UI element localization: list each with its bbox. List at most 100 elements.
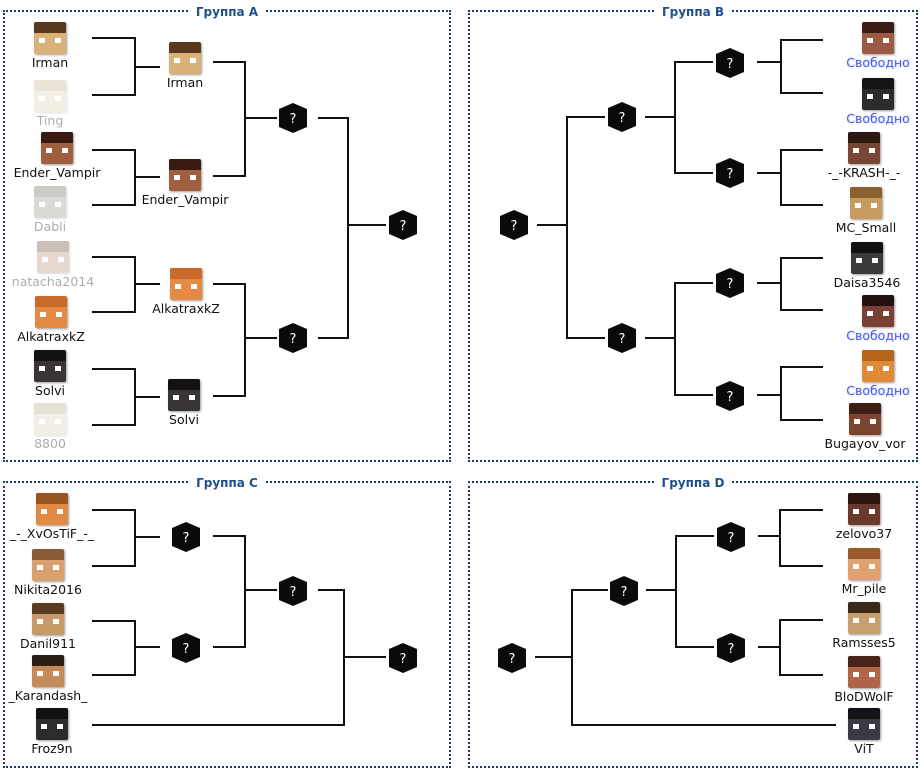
group-a-r1-player-4[interactable]: Dabli [0, 186, 120, 238]
player-head-icon [32, 549, 64, 581]
player-name: AlkatraxkZ [152, 301, 220, 316]
player-head-icon [169, 159, 201, 191]
group-d-r1-player-5[interactable]: ViT [794, 708, 923, 760]
group-d-panel: Группа D [468, 476, 918, 768]
group-d-title: Группа D [653, 476, 733, 490]
group-b-r1-player-8[interactable]: Bugayov_vor [795, 403, 923, 455]
unknown-player-icon: ? [172, 633, 200, 663]
player-name: Froz9n [31, 741, 73, 756]
group-b-r1-player-1[interactable]: Свободно [808, 22, 923, 74]
player-name: Bugayov_vor [824, 436, 906, 451]
group-a-r2-player-1[interactable]: Irman [115, 42, 255, 94]
group-a-r1-player-3[interactable]: Ender_Vampir [0, 132, 127, 184]
svg-text:?: ? [511, 219, 518, 234]
player-name: -_-KRASH-_- [827, 165, 901, 180]
player-head-icon [34, 403, 66, 435]
unknown-player-icon: ? [498, 643, 526, 673]
player-head-icon [862, 295, 894, 327]
player-head-icon [32, 655, 64, 687]
group-c-r1-player-2[interactable]: Nikita2016 [0, 549, 118, 601]
player-name: Solvi [169, 412, 199, 427]
group-b-r1-player-6[interactable]: Свободно [808, 295, 923, 347]
player-head-icon [850, 187, 882, 219]
group-c-r1-player-5[interactable]: Froz9n [0, 708, 122, 760]
group-c-r1-player-1[interactable]: _-_XvOsTiF_-_ [0, 493, 122, 545]
group-a-r1-player-1[interactable]: Irman [0, 22, 120, 74]
unknown-player-icon: ? [610, 576, 638, 606]
player-name: Nikita2016 [14, 582, 82, 597]
svg-text:?: ? [290, 585, 297, 600]
svg-text:?: ? [509, 652, 516, 667]
player-name: Ting [36, 113, 64, 128]
group-b-r1-player-3[interactable]: -_-KRASH-_- [794, 132, 923, 184]
group-b-r1-player-5[interactable]: Daisa3546 [797, 242, 923, 294]
group-a-r2-player-4[interactable]: Solvi [114, 379, 254, 431]
group-d-r1-player-1[interactable]: zelovo37 [794, 493, 923, 545]
group-a-semifinal-1-slot[interactable]: ? [277, 102, 309, 134]
group-d-qf-1-slot[interactable]: ? [715, 521, 747, 553]
group-c-r1-player-3[interactable]: Danil911 [0, 603, 118, 655]
player-name: Danil911 [19, 636, 76, 651]
player-name: Ender_Vampir [13, 165, 101, 180]
player-name: Mr_pile [841, 581, 887, 596]
player-head-icon [848, 548, 880, 580]
group-b-qf-4-slot[interactable]: ? [714, 380, 746, 412]
player-name: Dabli [33, 219, 67, 234]
player-name: _-_XvOsTiF_-_ [9, 526, 95, 541]
player-name: natacha2014 [11, 274, 95, 289]
group-a-r1-player-6[interactable]: AlkatraxkZ [0, 296, 121, 348]
group-d-r1-player-2[interactable]: Mr_pile [794, 548, 923, 600]
player-name: Ender_Vampir [141, 192, 229, 207]
group-d-r1-player-3[interactable]: Ramsses5 [794, 602, 923, 654]
unknown-player-icon: ? [716, 381, 744, 411]
group-b-semifinal-1-slot[interactable]: ? [606, 101, 638, 133]
group-a-semifinal-2-slot[interactable]: ? [277, 322, 309, 354]
group-d-final-slot[interactable]: ? [496, 642, 528, 674]
group-d-r1-player-4[interactable]: BloDWolF [794, 656, 923, 708]
player-head-icon [851, 242, 883, 274]
svg-text:?: ? [619, 332, 626, 347]
svg-text:?: ? [290, 332, 297, 347]
player-head-icon [34, 22, 66, 54]
group-b-final-slot[interactable]: ? [498, 209, 530, 241]
group-a-title: Группа A [187, 5, 267, 19]
player-name: AlkatraxkZ [17, 329, 85, 344]
group-a-final-slot[interactable]: ? [387, 209, 419, 241]
group-c-qf-2-slot[interactable]: ? [170, 632, 202, 664]
group-c-panel: Группа C [3, 476, 451, 768]
svg-text:?: ? [621, 585, 628, 600]
group-b-semifinal-2-slot[interactable]: ? [606, 322, 638, 354]
unknown-player-icon: ? [279, 576, 307, 606]
group-b-qf-1-slot[interactable]: ? [714, 47, 746, 79]
player-head-icon [848, 708, 880, 740]
group-a-r1-player-2[interactable]: Ting [0, 80, 120, 132]
unknown-player-icon: ? [500, 210, 528, 240]
group-a-r2-player-3[interactable]: AlkatraxkZ [116, 268, 256, 320]
group-b-r1-player-2[interactable]: Свободно [808, 78, 923, 130]
group-a-r1-player-5[interactable]: natacha2014 [0, 241, 123, 293]
group-a-r1-player-8[interactable]: 8800 [0, 403, 120, 455]
player-name: Solvi [35, 383, 65, 398]
group-d-semifinal-slot[interactable]: ? [608, 575, 640, 607]
group-d-qf-2-slot[interactable]: ? [715, 632, 747, 664]
group-a-r1-player-7[interactable]: Solvi [0, 350, 120, 402]
player-head-icon [170, 268, 202, 300]
group-b-qf-3-slot[interactable]: ? [714, 267, 746, 299]
svg-text:?: ? [727, 167, 734, 182]
group-c-qf-1-slot[interactable]: ? [170, 521, 202, 553]
svg-text:?: ? [727, 390, 734, 405]
unknown-player-icon: ? [717, 522, 745, 552]
group-c-r1-player-4[interactable]: _Karandash_ [0, 655, 118, 707]
group-b-title: Группа B [653, 5, 733, 19]
svg-text:?: ? [727, 277, 734, 292]
player-head-icon [36, 493, 68, 525]
group-c-final-slot[interactable]: ? [387, 642, 419, 674]
group-c-semifinal-slot[interactable]: ? [277, 575, 309, 607]
group-b-r1-player-4[interactable]: MC_Small [796, 187, 923, 239]
group-b-r1-player-7[interactable]: Свободно [808, 350, 923, 402]
group-b-qf-2-slot[interactable]: ? [714, 157, 746, 189]
svg-text:?: ? [727, 57, 734, 72]
group-b-panel: Группа B [468, 5, 918, 462]
group-a-r2-player-2[interactable]: Ender_Vampir [115, 159, 255, 211]
player-name: Свободно [846, 55, 910, 70]
